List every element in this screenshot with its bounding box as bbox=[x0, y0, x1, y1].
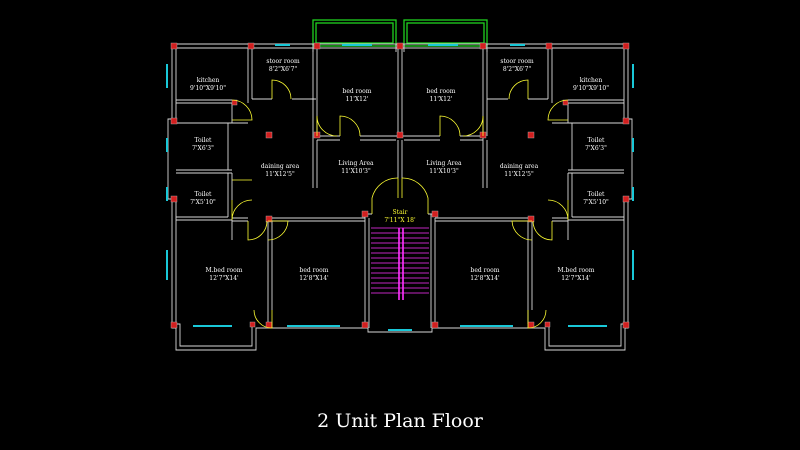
room-labels: kitchen 9'10"X9'10" stoor room 8'2"X6'7"… bbox=[190, 58, 609, 282]
living-right-name: Living Area bbox=[426, 160, 462, 167]
dining-right-name: daining area bbox=[500, 163, 539, 170]
living-left-name: Living Area bbox=[338, 160, 374, 167]
kitchen-left-name: kitchen bbox=[197, 77, 220, 84]
toilet-upper-left-name: Toilet bbox=[195, 137, 213, 144]
toilet-upper-right-name: Toilet bbox=[588, 137, 606, 144]
balcony-left-inner bbox=[315, 22, 394, 44]
toilet-lower-left-name: Toilet bbox=[195, 191, 213, 198]
storeroom-left-name: stoor room bbox=[266, 58, 300, 65]
dining-right-size: 11'X12'5" bbox=[504, 171, 534, 178]
kitchen-right-size: 9'10"X9'10" bbox=[573, 85, 609, 92]
bedroom-bottom-right-size: 12'8"X14' bbox=[470, 275, 500, 282]
storeroom-left-size: 8'2"X6'7" bbox=[269, 66, 298, 73]
columns bbox=[170, 42, 630, 329]
balcony-group bbox=[312, 19, 488, 47]
toilet-upper-right-size: 7'X6'3" bbox=[585, 145, 607, 152]
storeroom-right-size: 8'2"X6'7" bbox=[503, 66, 532, 73]
stair-lines bbox=[371, 227, 429, 300]
bedroom-top-left-name: bed room bbox=[343, 88, 372, 95]
walls bbox=[167, 43, 633, 351]
windows bbox=[166, 44, 634, 331]
stair-size: 7'11"X 18' bbox=[384, 217, 416, 224]
plan-title: 2 Unit Plan Floor bbox=[317, 410, 483, 432]
stair-name: Stair bbox=[393, 209, 408, 216]
dining-left-name: daining area bbox=[261, 163, 300, 170]
toilet-lower-right-size: 7'X5'10" bbox=[583, 199, 609, 206]
toilet-lower-right-name: Toilet bbox=[588, 191, 606, 198]
bedroom-top-right-size: 11'X12' bbox=[430, 96, 453, 103]
bedroom-bottom-left-name: bed room bbox=[300, 267, 329, 274]
toilet-lower-left-size: 7'X5'10" bbox=[190, 199, 216, 206]
bedroom-bottom-left-size: 12'8"X14' bbox=[299, 275, 329, 282]
bedroom-top-right-name: bed room bbox=[427, 88, 456, 95]
bedroom-bottom-right-name: bed room bbox=[471, 267, 500, 274]
storeroom-right-name: stoor room bbox=[500, 58, 534, 65]
master-bedroom-left-name: M.bed room bbox=[206, 267, 243, 274]
kitchen-left-size: 9'10"X9'10" bbox=[190, 85, 226, 92]
master-bedroom-left-size: 12'7"X14' bbox=[209, 275, 239, 282]
kitchen-right-name: kitchen bbox=[580, 77, 603, 84]
master-bedroom-right-size: 12'7"X14' bbox=[561, 275, 591, 282]
dining-left-size: 11'X12'5" bbox=[265, 171, 295, 178]
master-bedroom-right-name: M.bed room bbox=[558, 267, 595, 274]
balcony-right bbox=[403, 19, 488, 47]
doors bbox=[231, 79, 569, 329]
balcony-left bbox=[312, 19, 397, 47]
balcony-right-inner bbox=[406, 22, 485, 44]
toilet-upper-left-size: 7'X6'3" bbox=[192, 145, 214, 152]
living-right-size: 11'X10'3" bbox=[429, 168, 459, 175]
bedroom-top-left-size: 11'X12' bbox=[346, 96, 369, 103]
living-left-size: 11'X10'3" bbox=[341, 168, 371, 175]
